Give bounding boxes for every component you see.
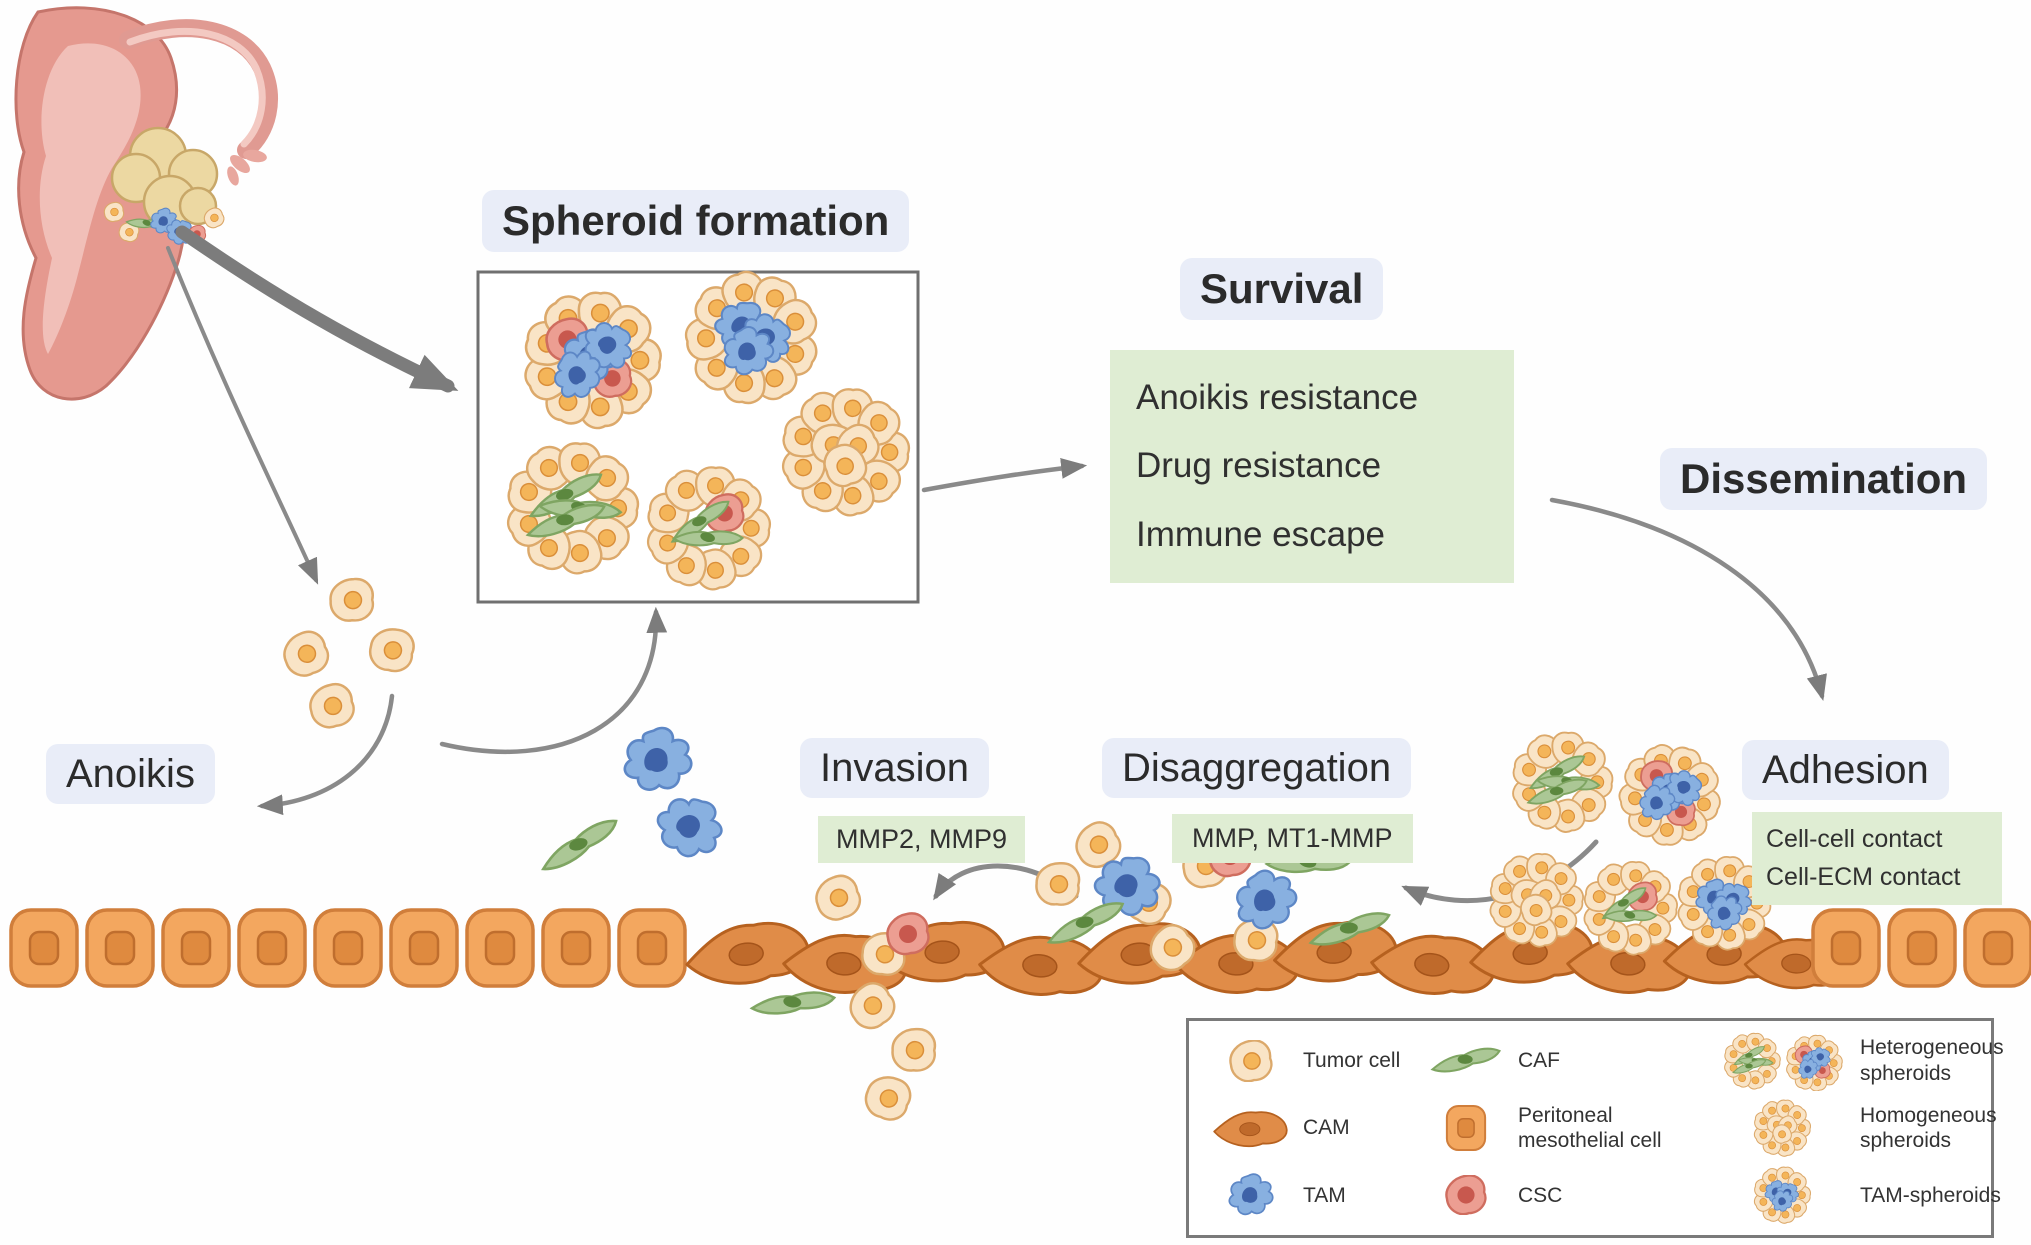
legend-label: Heterogeneous spheroids bbox=[1860, 1036, 2004, 1085]
legend-item-cam: CAM bbox=[1213, 1107, 1428, 1149]
peritoneal-mesothelial-cell bbox=[1811, 908, 1881, 988]
legend-item-tam: TAM bbox=[1213, 1171, 1428, 1219]
legend-item-heterogeneous-spheroids: Heterogeneous spheroids bbox=[1718, 1031, 2004, 1091]
peritoneal-mesothelial-cell-icon bbox=[1428, 1103, 1504, 1153]
adhesion-label: Adhesion bbox=[1742, 740, 1949, 800]
homogeneous-spheroids-icon bbox=[1718, 1098, 1846, 1158]
fimbriae bbox=[227, 166, 239, 186]
peritoneal-mesothelial-cell bbox=[237, 908, 307, 988]
heterogeneous-spheroid bbox=[1509, 730, 1616, 834]
mesothelial-row-left bbox=[9, 908, 687, 988]
arrow-cells-to-spheroid-box bbox=[439, 606, 668, 754]
peritoneal-mesothelial-cell bbox=[313, 908, 383, 988]
ovarian-tumor-mass bbox=[110, 126, 219, 230]
peritoneal-mesothelial-cell bbox=[389, 908, 459, 988]
legend-label: Homogeneous spheroids bbox=[1860, 1103, 1997, 1152]
tumor-cell bbox=[857, 1067, 919, 1129]
peritoneal-mesothelial-cell bbox=[161, 908, 231, 988]
adhesion-item: Cell-cell contact bbox=[1766, 825, 1943, 853]
peritoneal-mesothelial-cell bbox=[1963, 908, 2031, 988]
invasion-cells bbox=[750, 871, 941, 1129]
legend-label: TAM-spheroids bbox=[1860, 1183, 2001, 1207]
uterus-inner bbox=[39, 43, 141, 354]
invasion-label: Invasion bbox=[800, 738, 989, 798]
legend-item-caf: CAF bbox=[1428, 1043, 1718, 1079]
free-stromal-cells bbox=[533, 726, 735, 873]
tumor-cell bbox=[307, 681, 357, 730]
heterogeneous-spheroid bbox=[1605, 731, 1735, 859]
peritoneal-mesothelial-cell bbox=[85, 908, 155, 988]
survival-mechanisms-box: Anoikis resistance Drug resistance Immun… bbox=[1110, 350, 1514, 583]
fimbriae bbox=[230, 155, 250, 173]
peritoneal-mesothelial-cell bbox=[1887, 908, 1957, 988]
heterogeneous-spheroids-icon bbox=[1718, 1031, 1846, 1091]
spheroid-formation-label: Spheroid formation bbox=[482, 190, 910, 253]
tumor-cell bbox=[1031, 857, 1085, 911]
peritoneal-mesothelial-cell bbox=[541, 908, 611, 988]
arrow-tumor-to-spheroid-formation bbox=[175, 225, 459, 393]
legend-label: CSC bbox=[1518, 1183, 1563, 1207]
legend-label: TAM bbox=[1303, 1183, 1346, 1207]
tumor-cell bbox=[326, 574, 378, 626]
legend-label: Tumor cell bbox=[1303, 1049, 1401, 1073]
shed-tumor-cells bbox=[279, 574, 421, 730]
arrow-spheroid-to-survival bbox=[921, 458, 1088, 493]
cam-cell-icon bbox=[1213, 1107, 1289, 1149]
tam-spheroids-icon bbox=[1718, 1165, 1846, 1225]
dissemination-label: Dissemination bbox=[1660, 448, 1988, 511]
primary-tumor-illustration bbox=[14, 6, 278, 401]
legend-item-csc: CSC bbox=[1428, 1175, 1718, 1216]
peritoneal-mesothelial-cell bbox=[9, 908, 79, 988]
legend-box: Tumor cell CAF Heterogeneous spheroids C… bbox=[1186, 1018, 2004, 1238]
legend-item-peritoneal-mesothelial-cell: Peritoneal mesothelial cell bbox=[1428, 1103, 1718, 1153]
peritoneal-mesothelial-cell bbox=[465, 908, 535, 988]
cam-cell bbox=[682, 917, 813, 991]
anoikis-label: Anoikis bbox=[46, 744, 215, 804]
arrow-tumor-to-shed-cells bbox=[166, 246, 319, 585]
survival-item: Anoikis resistance bbox=[1136, 378, 1419, 417]
legend-label: CAM bbox=[1303, 1116, 1350, 1140]
tam-cell bbox=[646, 782, 735, 870]
legend-item-tam-spheroids: TAM-spheroids bbox=[1718, 1165, 2004, 1225]
fimbriae bbox=[243, 149, 267, 163]
tumor-cell bbox=[887, 1023, 941, 1076]
legend-item-homogeneous-spheroids: Homogeneous spheroids bbox=[1718, 1098, 2004, 1158]
tumor-cell bbox=[279, 627, 333, 681]
tumor-cell bbox=[363, 621, 421, 679]
legend-label: CAF bbox=[1518, 1049, 1560, 1073]
adhesion-item: Cell-ECM contact bbox=[1766, 862, 1961, 891]
adhesion-mechanisms-box: Cell-cell contact Cell-ECM contact bbox=[1752, 812, 2002, 905]
csc-cell bbox=[886, 912, 930, 956]
legend-label: Peritoneal mesothelial cell bbox=[1518, 1103, 1662, 1152]
survival-label: Survival bbox=[1180, 258, 1384, 321]
mesothelial-row-right bbox=[1811, 908, 2031, 988]
adhesion-spheroids bbox=[1487, 730, 1775, 957]
tumor-cell-icon bbox=[1213, 1039, 1289, 1082]
tam-cell-icon bbox=[1213, 1171, 1289, 1219]
disaggregation-label: Disaggregation bbox=[1102, 738, 1412, 798]
peritoneal-mesothelial-cell bbox=[617, 908, 687, 988]
tam-cell bbox=[623, 726, 693, 791]
invasion-enzymes-box: MMP2, MMP9 bbox=[818, 816, 1026, 863]
disaggregation-enzymes-box: MMP, MT1-MMP bbox=[1172, 814, 1413, 863]
legend-item-tumor-cell: Tumor cell bbox=[1213, 1039, 1428, 1082]
caf-cell-icon bbox=[1428, 1043, 1504, 1079]
fallopian-tube-inner bbox=[126, 27, 266, 148]
survival-item: Drug resistance bbox=[1136, 446, 1382, 486]
arrow-cells-to-anoikis bbox=[256, 693, 395, 816]
arrow-dissemination bbox=[1549, 497, 1827, 702]
caf-cell bbox=[533, 817, 626, 873]
tumor-cell bbox=[811, 871, 864, 924]
csc-cell-icon bbox=[1428, 1175, 1504, 1216]
survival-item: Immune escape bbox=[1136, 514, 1386, 554]
